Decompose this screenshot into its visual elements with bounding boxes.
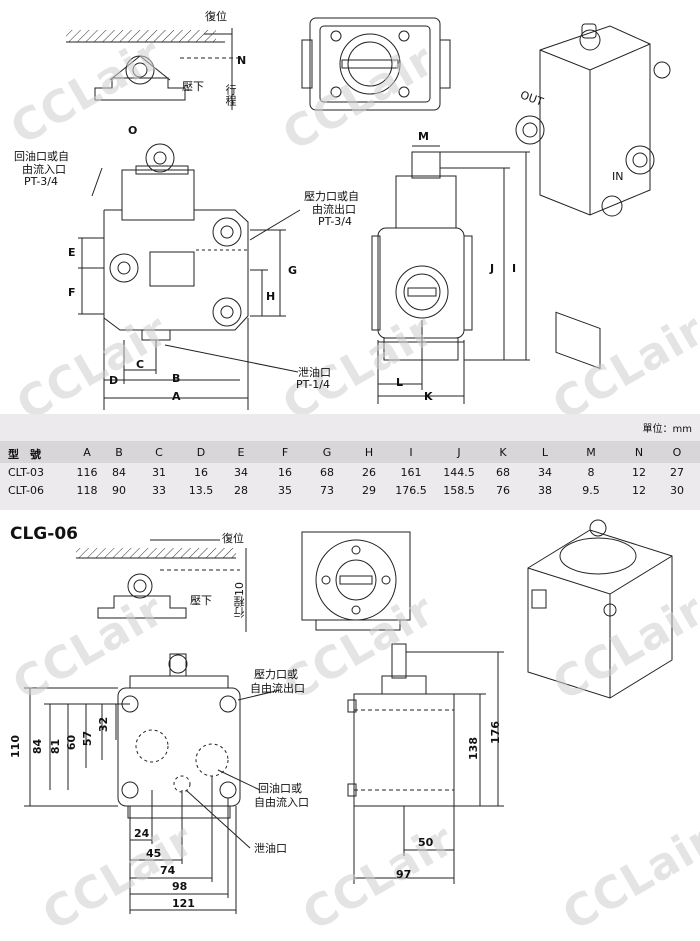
clg-drain-port: 泄油口	[254, 840, 287, 856]
table-cell: CLT-03	[8, 466, 44, 479]
table-cell: 176.5	[386, 484, 436, 497]
dim-b: B	[172, 372, 180, 385]
unit-label: 單位：mm	[643, 420, 692, 435]
table-header: I	[386, 446, 436, 459]
table-cell: 9.5	[566, 484, 616, 497]
dim-98: 98	[172, 880, 187, 893]
dim-o: O	[128, 124, 137, 137]
press-label: 壓下	[182, 78, 204, 94]
dim-l: L	[396, 376, 403, 389]
table-cell: CLT-06	[8, 484, 44, 497]
table-cell: 30	[652, 484, 700, 497]
table-header: M	[566, 446, 616, 459]
dim-84: 84	[31, 739, 44, 754]
dim-81: 81	[49, 739, 62, 754]
dim-d: D	[109, 374, 118, 387]
clg-pressure-port-2: 自由流出口	[250, 680, 305, 696]
dim-74: 74	[160, 864, 175, 877]
table-cell: 144.5	[434, 466, 484, 479]
dim-50: 50	[418, 836, 433, 849]
dim-57: 57	[81, 731, 94, 746]
table-cell: 27	[652, 466, 700, 479]
table-header: 型 號	[8, 446, 41, 462]
table-header: J	[434, 446, 484, 459]
table-header: O	[652, 446, 700, 459]
clg-return-port-2: 自由流入口	[254, 794, 309, 810]
clg-press-label: 壓下	[190, 592, 212, 608]
drain-port-thread: PT-1/4	[296, 378, 330, 391]
dim-32: 32	[97, 717, 110, 732]
dim-121: 121	[172, 897, 195, 910]
table-cell: 38	[520, 484, 570, 497]
table-header: L	[520, 446, 570, 459]
dim-j: J	[490, 262, 494, 275]
table-cell: 34	[216, 466, 266, 479]
table-cell: 34	[520, 466, 570, 479]
in-label: IN	[612, 170, 623, 183]
dim-24: 24	[134, 827, 149, 840]
pressure-port-thread: PT-3/4	[318, 215, 352, 228]
dim-g: G	[288, 264, 297, 277]
dim-110: 110	[9, 735, 22, 758]
stroke-label: 行程	[222, 84, 238, 106]
dim-h: H	[266, 290, 275, 303]
return-port-thread: PT-3/4	[24, 175, 58, 188]
dim-176: 176	[489, 721, 502, 744]
dim-138: 138	[467, 737, 480, 760]
dim-i: I	[512, 262, 516, 275]
table-cell: 28	[216, 484, 266, 497]
table-cell: 158.5	[434, 484, 484, 497]
dim-60: 60	[65, 735, 78, 750]
table-header: E	[216, 446, 266, 459]
clg-reset-label: 復位	[222, 530, 244, 546]
dim-f: F	[68, 286, 76, 299]
dim-e: E	[68, 246, 76, 259]
reset-label: 復位	[205, 8, 227, 24]
clg-stroke-label: 行程10	[232, 582, 248, 618]
dim-m: M	[418, 130, 429, 143]
dim-97: 97	[396, 868, 411, 881]
dim-45: 45	[146, 847, 161, 860]
table-cell: 161	[386, 466, 436, 479]
dim-a: A	[172, 390, 181, 403]
dim-n: N	[237, 54, 246, 67]
dim-k: K	[424, 390, 433, 403]
table-cell: 8	[566, 466, 616, 479]
dim-c: C	[136, 358, 144, 371]
section-title: CLG-06	[10, 524, 78, 544]
